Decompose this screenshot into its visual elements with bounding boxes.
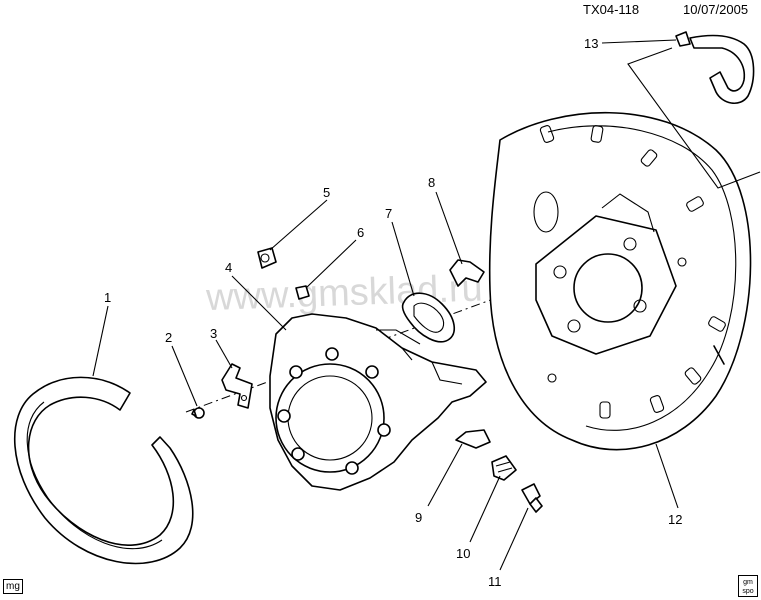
figure-id: TX04-118 [583, 2, 640, 17]
bracket [221, 363, 253, 409]
caliper-housing [269, 313, 487, 491]
callout-11: 11 [488, 574, 502, 589]
callout-1: 1 [104, 290, 111, 305]
callout-9: 9 [415, 510, 422, 525]
callout-10: 10 [456, 546, 470, 561]
callout-2: 2 [165, 330, 172, 345]
callout-12: 12 [668, 512, 682, 527]
mg-badge: mg [3, 579, 23, 594]
bolt-top [257, 247, 277, 269]
parking-brake-shoe [13, 376, 194, 565]
clip-lower [455, 429, 491, 449]
callout-5: 5 [323, 185, 330, 200]
callout-13: 13 [584, 36, 598, 51]
gm-logo-line2: spo [742, 588, 754, 595]
callout-6: 6 [357, 225, 364, 240]
pin [295, 285, 310, 300]
clip-upper [449, 259, 485, 287]
gm-spo-logo: gm spo [738, 575, 758, 597]
callout-7: 7 [385, 206, 392, 221]
callout-4: 4 [225, 260, 232, 275]
leader-lines [92, 39, 679, 571]
bolt-lower [521, 483, 543, 513]
gm-logo-line1: gm [743, 579, 753, 586]
bolt-small [191, 407, 205, 419]
adjuster-screw [491, 455, 517, 481]
callout-8: 8 [428, 175, 435, 190]
guide-line-13 [627, 47, 761, 189]
callout-3: 3 [210, 326, 217, 341]
seal [401, 292, 455, 343]
figure-date: 10/07/2005 [683, 2, 749, 17]
cable-bracket [675, 31, 755, 104]
backing-plate [488, 111, 752, 451]
